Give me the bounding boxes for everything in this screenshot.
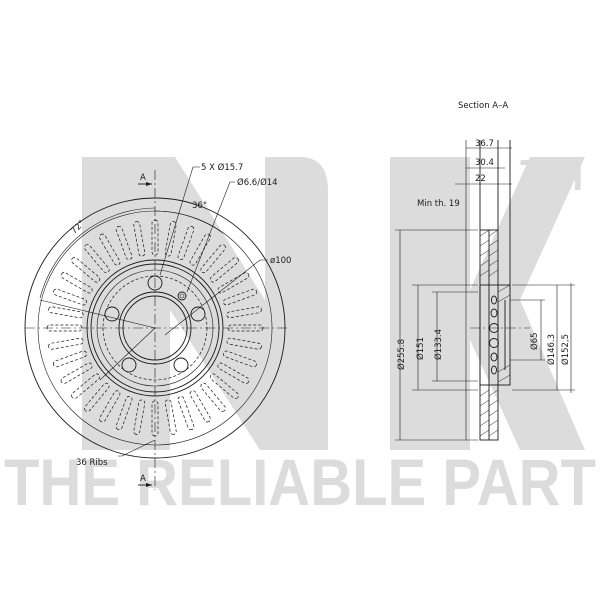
width-middle-label: 30.4 <box>475 158 494 168</box>
section-marker-bottom: A <box>140 474 146 484</box>
min-thickness-label: Min th. 19 <box>417 199 460 209</box>
pcd-label: ø100 <box>270 256 291 266</box>
trademark-watermark: TM <box>520 151 584 200</box>
section-hatching <box>479 229 511 437</box>
section-title: Section A–A <box>458 101 508 111</box>
diameter-outer-label: Ø255.8 <box>396 339 407 370</box>
section-view: Section A–A Min th. 19 36.7 <box>395 101 575 441</box>
section-marker-top: A <box>140 173 146 183</box>
width-disc-label: 22 <box>475 174 486 184</box>
diameter-152-label: Ø152,5 <box>560 334 571 365</box>
diameter-133-label: Ø133.4 <box>433 329 444 360</box>
width-overall-label: 36.7 <box>475 139 494 149</box>
diameter-146-label: Ø146.3 <box>546 334 557 365</box>
bolt-holes <box>104 275 206 373</box>
bolt-holes-label: 5 X Ø15.7 <box>201 162 243 173</box>
ribs-label: 36 Ribs <box>76 458 108 468</box>
center-bore-label: Ø65 <box>529 332 540 350</box>
diameter-151-label: Ø151 <box>415 337 426 360</box>
front-view: A A 5 X Ø15.7 Ø6.6/Ø14 ø100 36° 72° 36 R… <box>24 162 291 490</box>
vent-holes <box>489 295 499 375</box>
threaded-holes-label: Ø6.6/Ø14 <box>237 177 278 188</box>
angle-36-label: 36° <box>192 201 207 211</box>
slogan-watermark: THE RELIABLE PART <box>4 445 596 519</box>
